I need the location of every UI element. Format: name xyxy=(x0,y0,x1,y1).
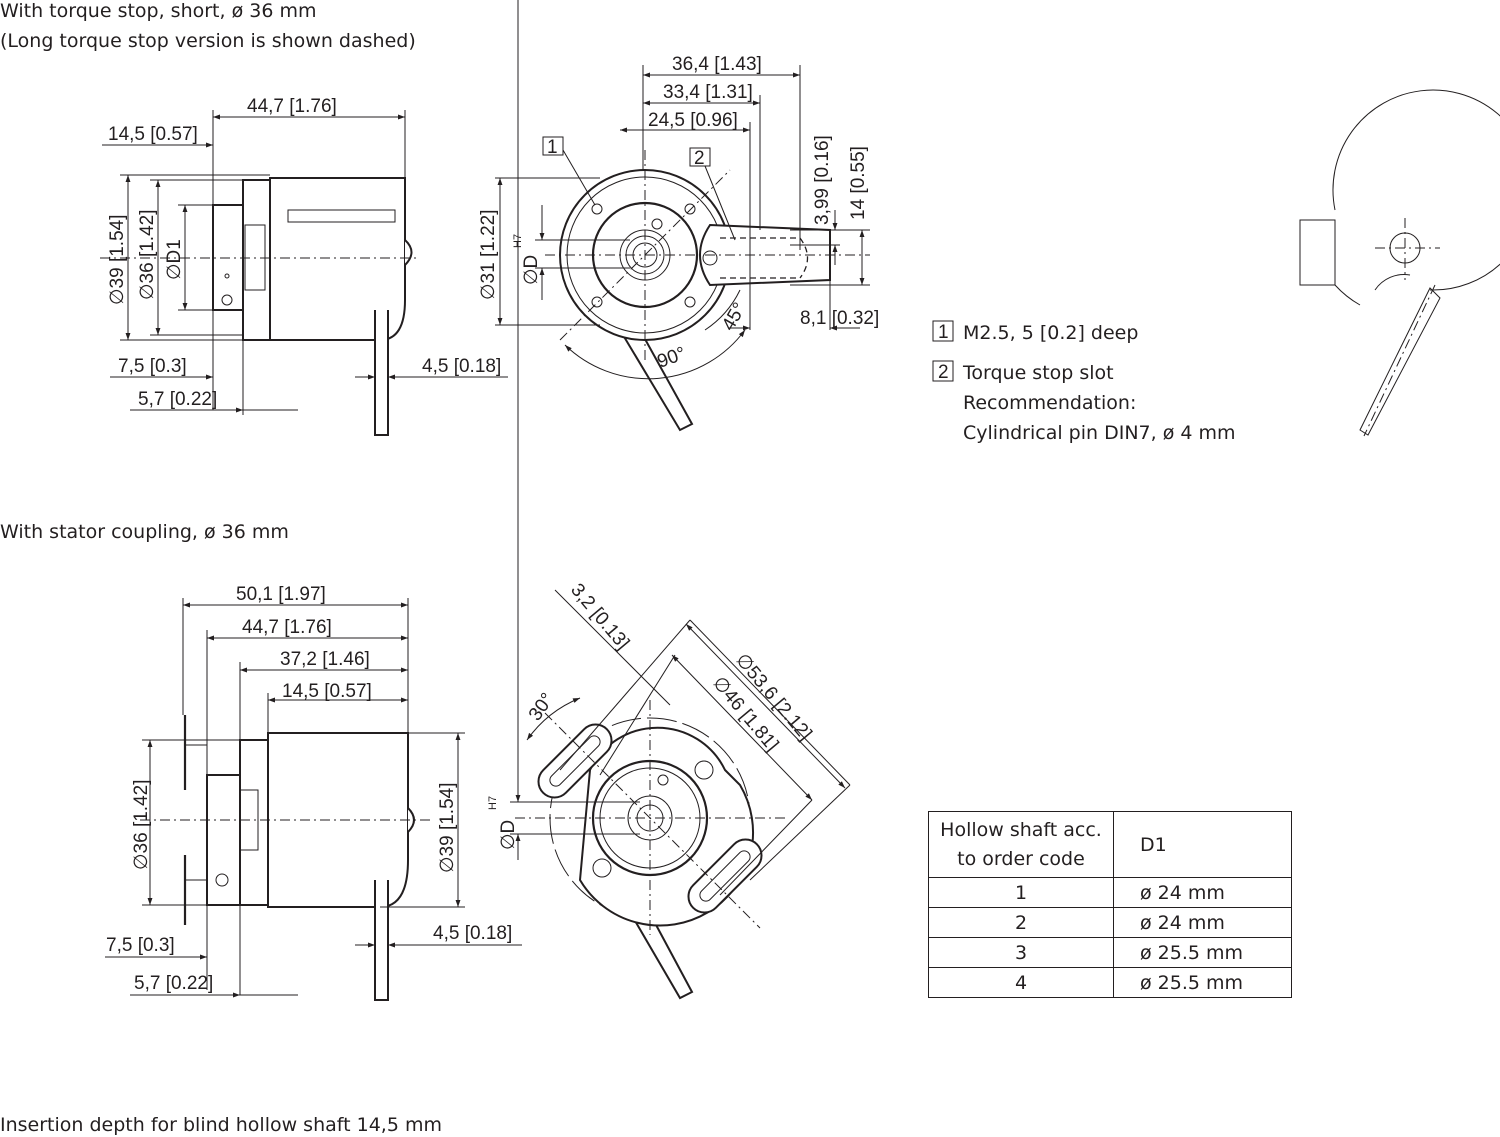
angle-45: 45° xyxy=(718,299,751,334)
footer-note: Insertion depth for blind hollow shaft 1… xyxy=(0,1114,442,1136)
legend: 1 M2.5, 5 [0.2] deep 2 Torque stop slot … xyxy=(932,320,1236,444)
dim-D: ∅D xyxy=(498,820,519,850)
dim-14-5: 14,5 [0.57] xyxy=(282,681,372,702)
dim-44-7: 44,7 [1.76] xyxy=(247,96,337,117)
dim-5-7: 5,7 [0.22] xyxy=(138,389,217,410)
callout-2: 2 xyxy=(694,148,705,169)
legend-2-line1: Torque stop slot xyxy=(962,362,1114,384)
dim-44-7: 44,7 [1.76] xyxy=(242,617,332,638)
legend-2-line2: Recommendation: xyxy=(963,392,1136,414)
front-view-torque-stop: 1 2 36,4 [1.43] 33,4 [1.31] 24,5 [0.96] … xyxy=(478,54,879,432)
legend-1-num: 1 xyxy=(938,322,949,343)
table-header-line1: Hollow shaft acc. xyxy=(940,818,1102,841)
dim-3-99: 3,99 [0.16] xyxy=(812,135,833,225)
table-cell: ø 25.5 mm xyxy=(1113,967,1292,998)
front-view-stator-coupling: 3,2 [0.13] ∅53,6 [2.12] ∅46 [1.81] 30° ∅… xyxy=(487,0,851,1000)
side-view-torque-stop: 44,7 [1.76] 14,5 [0.57] ∅39 [1.54] ∅36 [… xyxy=(100,96,508,436)
dim-D: ∅D xyxy=(521,255,542,285)
table-cell: ø 25.5 mm xyxy=(1113,937,1292,968)
section1-subtitle: (Long torque stop version is shown dashe… xyxy=(0,30,416,52)
dim-4-5: 4,5 [0.18] xyxy=(422,356,501,377)
dim-33-4: 33,4 [1.31] xyxy=(663,82,753,103)
table-cell: 4 xyxy=(928,967,1114,998)
side-view-stator-coupling: 50,1 [1.97] 44,7 [1.76] 37,2 [1.46] 14,5… xyxy=(105,584,522,1001)
table-cell: ø 24 mm xyxy=(1113,877,1292,908)
legend-2-num: 2 xyxy=(938,362,949,383)
dim-14-5: 14,5 [0.57] xyxy=(108,124,198,145)
dim-H7: H7 xyxy=(487,796,499,810)
dim-7-5: 7,5 [0.3] xyxy=(118,356,187,377)
table-header-d1: D1 xyxy=(1113,811,1292,878)
dim-24-5: 24,5 [0.96] xyxy=(648,110,738,131)
table-header-shaft: Hollow shaft acc. to order code xyxy=(928,811,1114,878)
table-header-row: Hollow shaft acc. to order code D1 xyxy=(928,811,1292,878)
dim-dia31: ∅31 [1.22] xyxy=(478,209,499,300)
table-cell: 2 xyxy=(928,907,1114,938)
dim-3-2: 3,2 [0.13] xyxy=(566,580,633,654)
front-view-long-torque-stop xyxy=(1299,89,1500,437)
dim-8-1: 8,1 [0.32] xyxy=(800,308,879,329)
table-cell: 3 xyxy=(928,937,1114,968)
section2-title: With stator coupling, ø 36 mm xyxy=(0,521,289,543)
dim-dia36: ∅36 [1.42] xyxy=(131,779,152,870)
dim-dia39: ∅39 [1.54] xyxy=(107,214,128,305)
legend-1-text: M2.5, 5 [0.2] deep xyxy=(963,322,1138,344)
dim-14: 14 [0.55] xyxy=(848,146,869,220)
dim-D1: ∅D1 xyxy=(164,239,185,280)
table-cell: 1 xyxy=(928,877,1114,908)
callout-1: 1 xyxy=(547,137,558,158)
table-cell: ø 24 mm xyxy=(1113,907,1292,938)
dim-dia39: ∅39 [1.54] xyxy=(437,782,458,873)
dim-37-2: 37,2 [1.46] xyxy=(280,649,370,670)
angle-30: 30° xyxy=(525,689,559,725)
dim-4-5: 4,5 [0.18] xyxy=(433,923,512,944)
legend-2-line3: Cylindrical pin DIN7, ø 4 mm xyxy=(963,422,1236,444)
dim-5-7: 5,7 [0.22] xyxy=(134,973,213,994)
angle-90: 90° xyxy=(655,343,689,373)
dim-7-5: 7,5 [0.3] xyxy=(106,935,175,956)
dim-36-4: 36,4 [1.43] xyxy=(672,54,762,75)
section1-title: With torque stop, short, ø 36 mm xyxy=(0,0,316,22)
dim-50-1: 50,1 [1.97] xyxy=(236,584,326,605)
dim-dia36: ∅36 [1.42] xyxy=(137,209,158,300)
table-header-line2: to order code xyxy=(957,847,1085,870)
